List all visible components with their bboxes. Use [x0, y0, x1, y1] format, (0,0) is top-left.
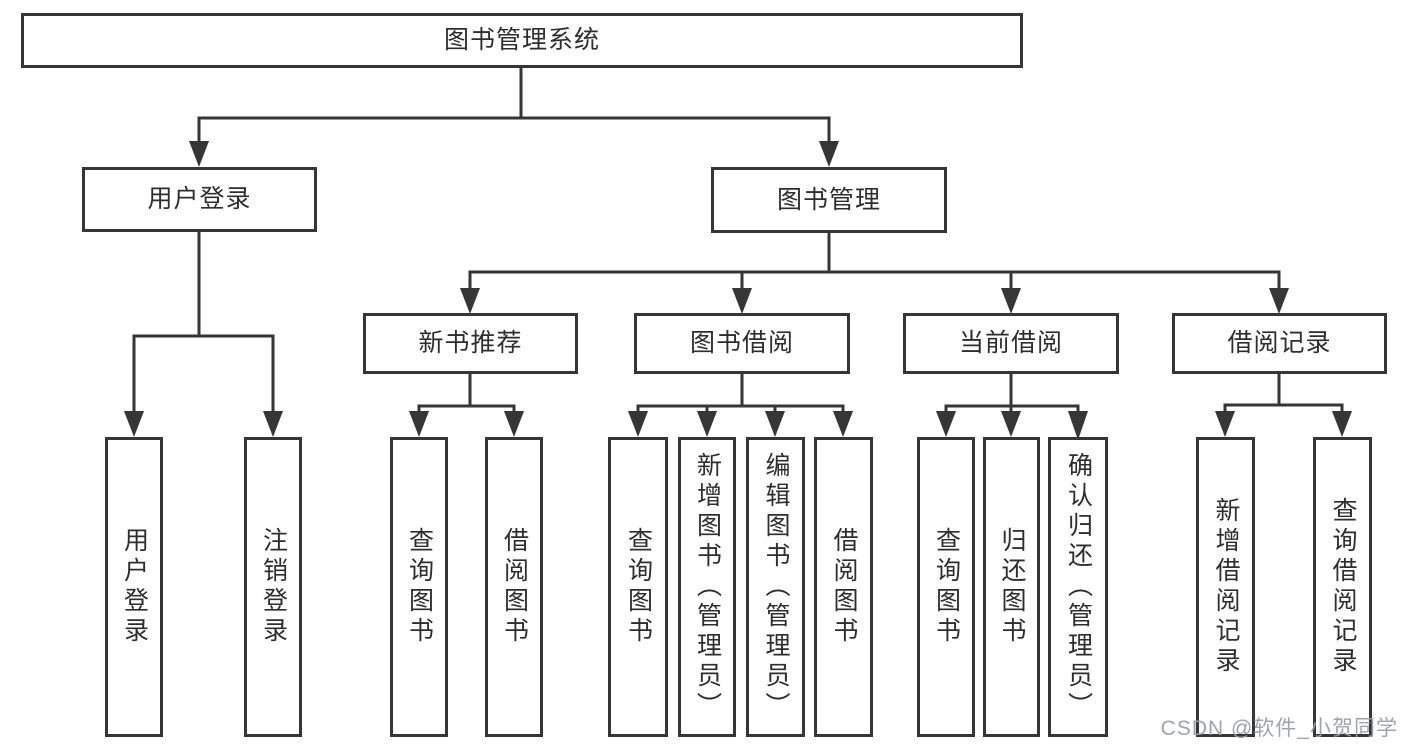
- node-leaf-bb-edit-books-admin-label: 编辑图书（管理员）: [762, 452, 790, 722]
- node-current-borrow-label: 当前借阅: [958, 329, 1063, 357]
- node-leaf-user-login-label: 用户登录: [120, 527, 149, 647]
- node-leaf-br-query-record: 查询借阅记录: [1313, 437, 1372, 737]
- node-borrow-records: 借阅记录: [1172, 313, 1387, 374]
- node-leaf-bb-add-books-admin: 新增图书（管理员）: [678, 437, 736, 737]
- node-leaf-bb-edit-books-admin: 编辑图书（管理员）: [746, 437, 805, 737]
- node-leaf-logout-label: 注销登录: [259, 527, 288, 647]
- node-leaf-bb-borrow-books: 借阅图书: [814, 437, 873, 737]
- node-book-management-label: 图书管理: [776, 185, 881, 214]
- node-leaf-cb-confirm-return-admin-label: 确认归还（管理员）: [1064, 452, 1093, 722]
- node-book-borrow: 图书借阅: [634, 313, 850, 374]
- node-leaf-nb-borrow-books-label: 借阅图书: [500, 527, 529, 647]
- node-book-management: 图书管理: [711, 167, 947, 233]
- node-leaf-bb-borrow-books-label: 借阅图书: [830, 527, 858, 647]
- node-leaf-bb-query-books: 查询图书: [608, 437, 668, 737]
- connector-borrow-records-children: [1215, 372, 1352, 437]
- node-borrow-records-label: 借阅记录: [1227, 329, 1332, 357]
- node-user-login-label: 用户登录: [147, 185, 252, 213]
- connector-book-borrow-children: [628, 372, 853, 437]
- connector-root-to-level2: [189, 66, 839, 167]
- node-leaf-br-add-record-label: 新增借阅记录: [1212, 497, 1240, 677]
- node-leaf-cb-query-books-label: 查询图书: [932, 527, 961, 647]
- connector-book-management-children: [460, 231, 1289, 314]
- node-leaf-nb-query-books-label: 查询图书: [405, 527, 434, 647]
- node-leaf-nb-borrow-books: 借阅图书: [485, 437, 543, 737]
- node-leaf-cb-return-books: 归还图书: [983, 437, 1040, 737]
- node-leaf-cb-query-books: 查询图书: [917, 437, 975, 737]
- node-book-borrow-label: 图书借阅: [689, 329, 794, 357]
- node-leaf-nb-query-books: 查询图书: [390, 437, 448, 737]
- node-leaf-bb-add-books-admin-label: 新增图书（管理员）: [693, 452, 722, 722]
- node-leaf-bb-query-books-label: 查询图书: [624, 527, 653, 647]
- node-current-borrow: 当前借阅: [903, 313, 1119, 374]
- connector-current-borrow-children: [936, 372, 1088, 440]
- node-new-book-recommend-label: 新书推荐: [418, 329, 523, 357]
- node-leaf-cb-return-books-label: 归还图书: [998, 527, 1026, 647]
- node-leaf-cb-confirm-return-admin: 确认归还（管理员）: [1048, 437, 1108, 737]
- node-user-login: 用户登录: [82, 167, 317, 232]
- node-leaf-user-login: 用户登录: [105, 437, 163, 737]
- node-new-book-recommend: 新书推荐: [363, 313, 578, 374]
- node-root: 图书管理系统: [21, 13, 1023, 68]
- node-leaf-br-add-record: 新增借阅记录: [1196, 437, 1255, 737]
- watermark: CSDN @软件_小贺同学: [1160, 717, 1398, 740]
- node-leaf-br-query-record-label: 查询借阅记录: [1329, 497, 1357, 677]
- connector-user-login-children: [124, 230, 283, 437]
- node-root-label: 图书管理系统: [443, 26, 600, 54]
- node-leaf-logout: 注销登录: [244, 437, 302, 737]
- connector-new-book-recommend-children: [409, 372, 524, 437]
